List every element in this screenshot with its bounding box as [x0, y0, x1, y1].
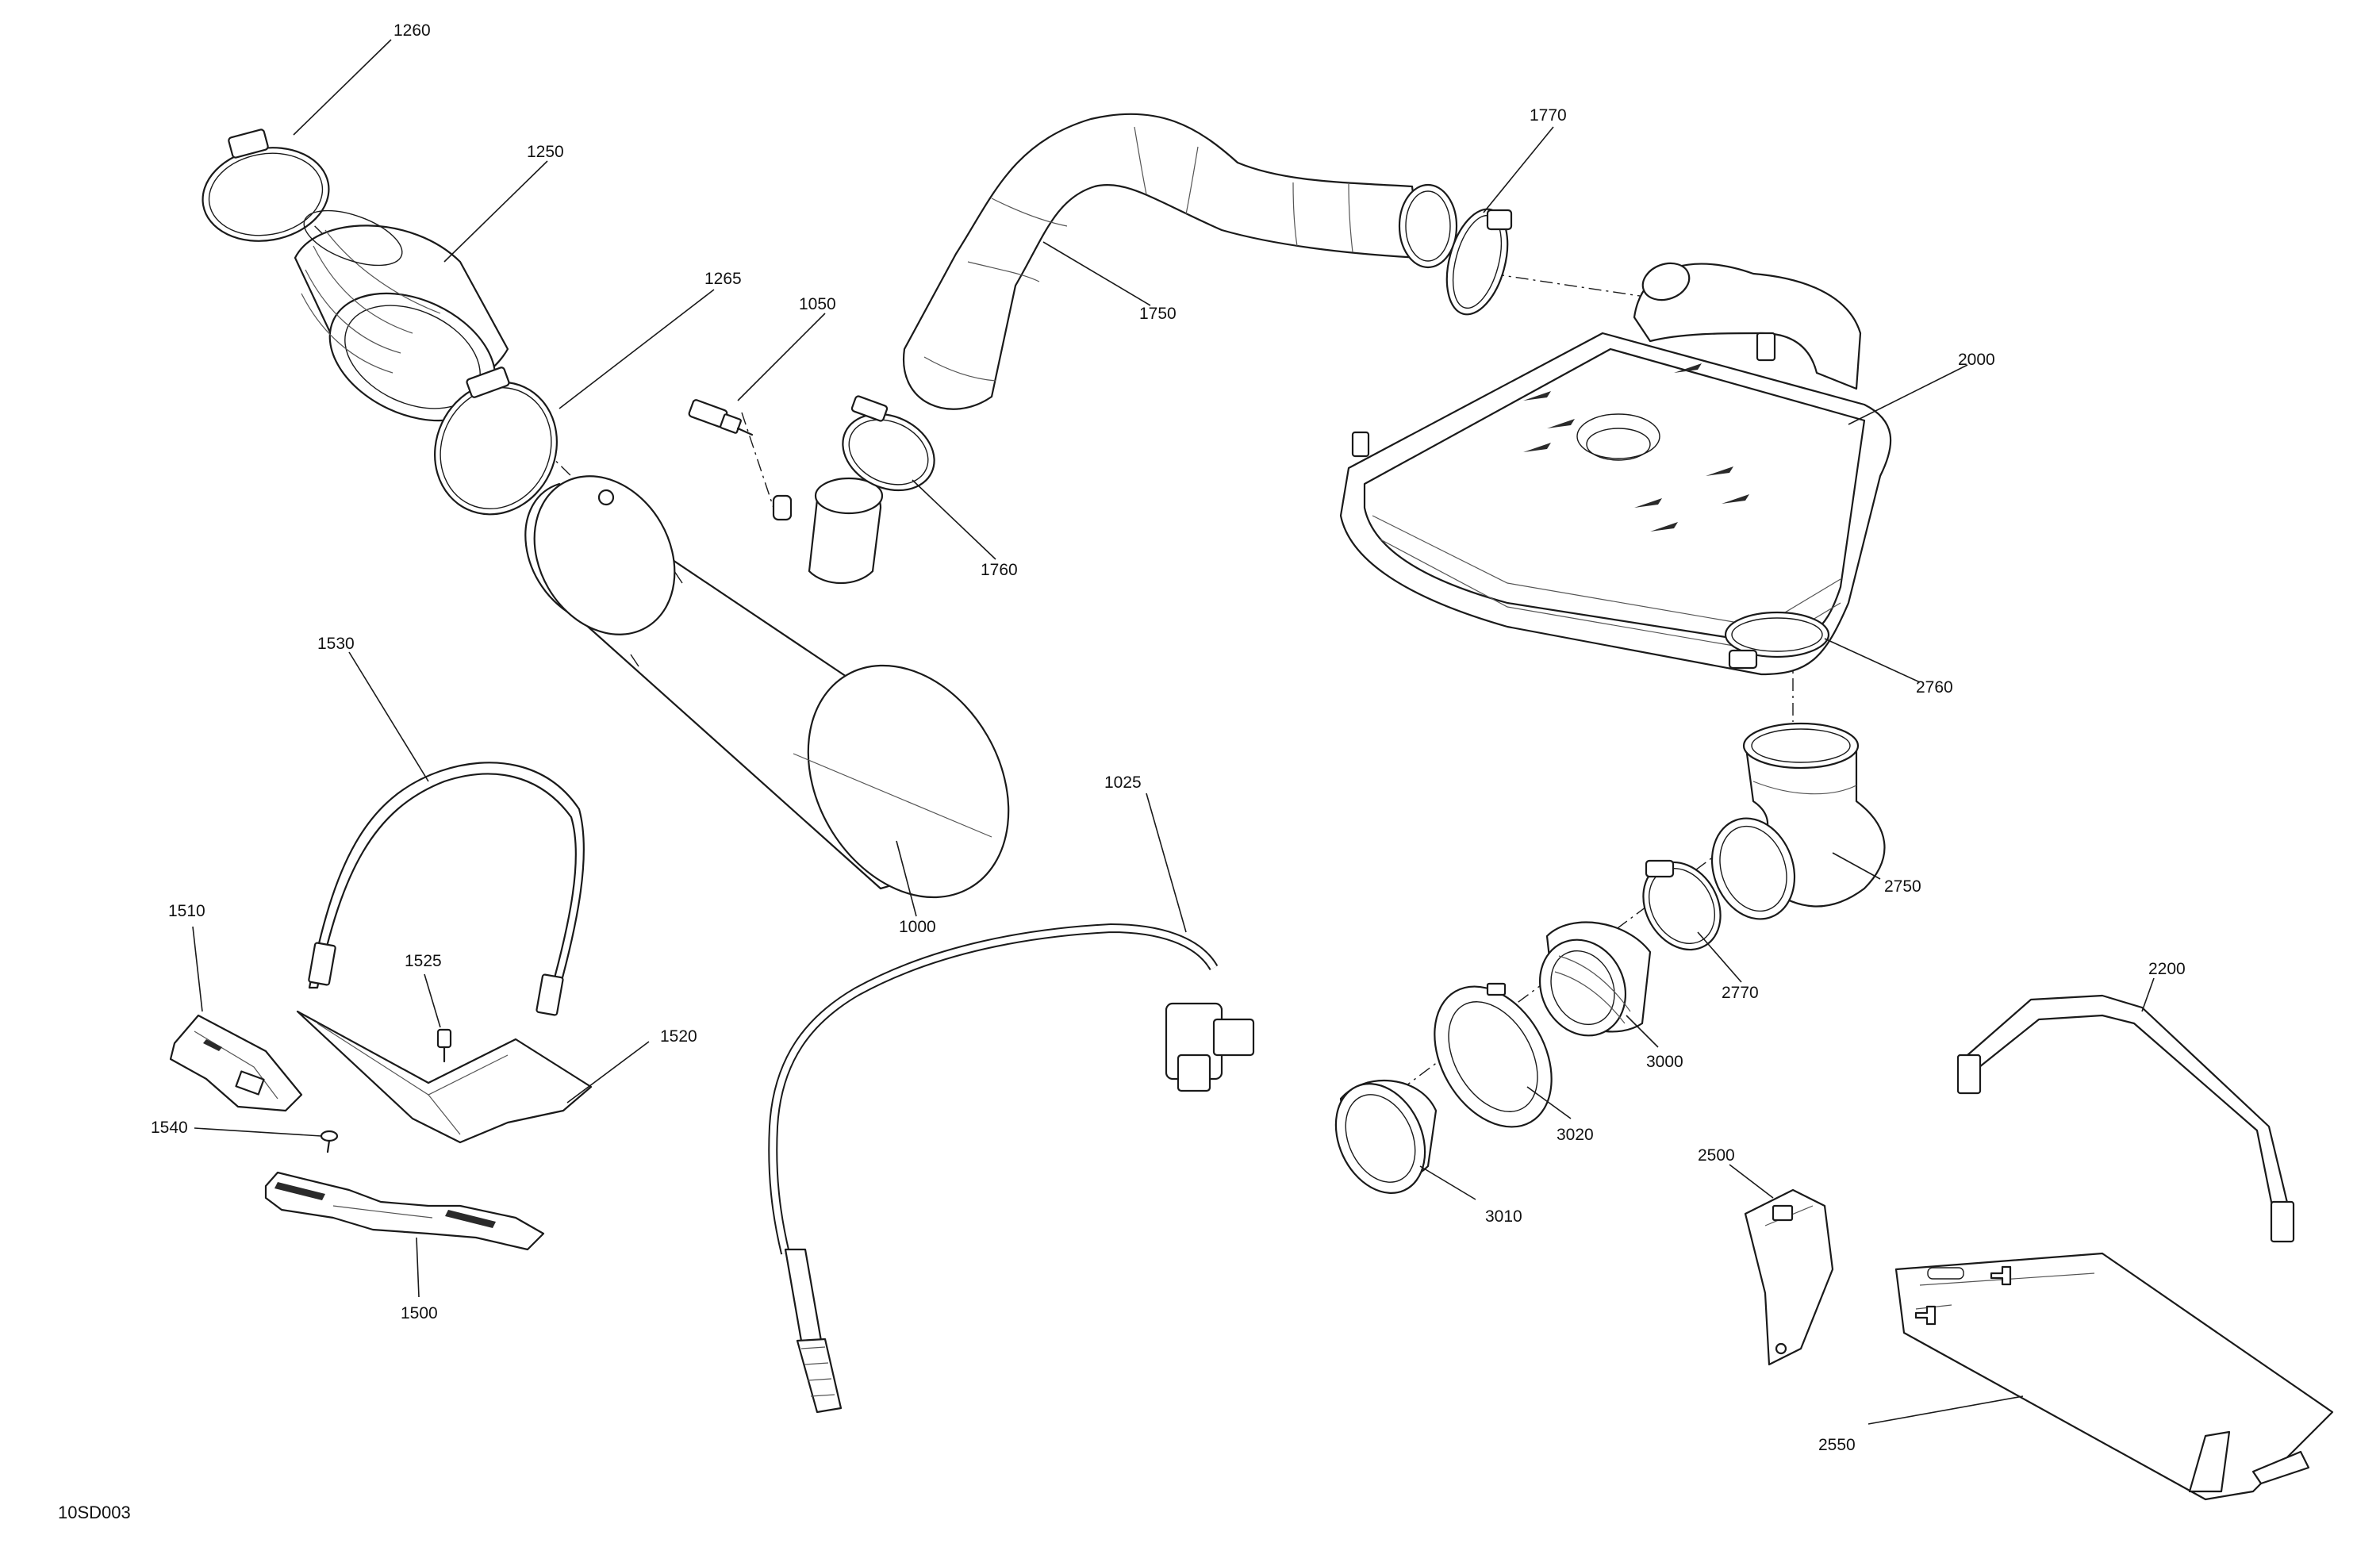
callout-2500: 2500 [1698, 1146, 1735, 1165]
callout-1050: 1050 [799, 295, 836, 313]
callout-2770: 2770 [1722, 984, 1759, 1002]
part-1260-clamp [202, 129, 330, 242]
part-3010-adapter [1334, 1080, 1438, 1194]
part-1750-pipe [902, 113, 1458, 410]
part-2500-bracket [1744, 1188, 1834, 1366]
part-1250-coupler [294, 209, 509, 422]
part-1530-strap [308, 762, 585, 1016]
callout-1025: 1025 [1104, 773, 1142, 792]
callout-3020: 3020 [1557, 1126, 1594, 1144]
callout-1265: 1265 [704, 270, 742, 288]
callout-1540: 1540 [151, 1119, 188, 1137]
callout-1500: 1500 [401, 1304, 438, 1322]
part-1540-pin [320, 1130, 339, 1153]
part-1525-fastener [436, 1028, 452, 1063]
callout-1530: 1530 [317, 635, 355, 653]
part-1265-clamp [434, 367, 558, 516]
part-2770-clamp [1642, 859, 1722, 951]
drawing-reference-id: 10SD003 [58, 1503, 131, 1522]
part-1050-sensor [688, 399, 754, 436]
part-3000-connector [1538, 921, 1652, 1037]
part-1760-clamp [842, 395, 935, 492]
callout-1510: 1510 [168, 902, 205, 920]
part-1520-heat-shield [296, 1010, 593, 1144]
callout-3000: 3000 [1646, 1053, 1683, 1071]
part-1770-clamp [1445, 208, 1513, 316]
part-1500-bracket-plate [264, 1171, 545, 1251]
callout-1520: 1520 [660, 1027, 697, 1046]
callout-2000: 2000 [1958, 351, 1995, 369]
callout-1525: 1525 [405, 952, 442, 970]
part-2200-bracket [1956, 994, 2295, 1243]
callout-1250: 1250 [527, 143, 564, 161]
callout-1760: 1760 [981, 561, 1018, 579]
callout-2760: 2760 [1916, 678, 1953, 697]
callout-3010: 3010 [1485, 1207, 1522, 1226]
callout-2550: 2550 [1818, 1436, 1856, 1454]
part-1510-bracket [169, 1014, 303, 1112]
part-3020-gasket [1434, 982, 1553, 1128]
part-2760-clamp [1724, 611, 1830, 670]
callout-labels: 1260 1250 1265 1050 1750 1770 2000 1760 … [151, 21, 2186, 1454]
callout-1770: 1770 [1530, 106, 1567, 125]
callout-1260: 1260 [393, 21, 431, 40]
part-1025-o2-sensor [768, 923, 1255, 1414]
callout-2200: 2200 [2148, 960, 2186, 978]
leader-lines [192, 39, 2155, 1425]
callout-2750: 2750 [1884, 877, 1921, 896]
part-2000-airbox [1339, 262, 1892, 676]
part-2750-elbow [1710, 722, 1886, 920]
part-1000-muffler [524, 475, 1010, 899]
callout-1000: 1000 [899, 918, 936, 936]
part-2550-plate [1894, 1252, 2334, 1501]
callout-1750: 1750 [1139, 305, 1177, 323]
